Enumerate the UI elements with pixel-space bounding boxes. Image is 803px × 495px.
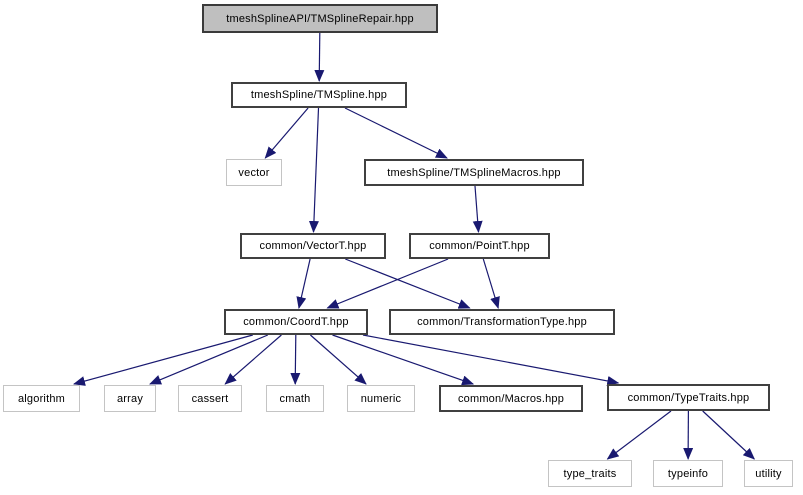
edge-coordt-typetraits (362, 334, 620, 386)
node-label: type_traits (563, 467, 617, 480)
edge-typetraits-utility (702, 410, 756, 460)
node-label: array (116, 392, 144, 405)
edge-vectort-coordt (296, 258, 311, 309)
edge-coordt-algorithm (73, 334, 253, 386)
node-algorithm: algorithm (3, 385, 80, 412)
edge-typetraits-type_traits (606, 410, 672, 460)
edge-tmspline-vector (264, 107, 309, 159)
node-label: numeric (360, 392, 402, 405)
node-label: tmeshSplineAPI/TMSplineRepair.hpp (226, 12, 414, 25)
node-typeinfo: typeinfo (653, 460, 723, 487)
edge-pointt-transformationtype (482, 258, 500, 309)
node-coordt[interactable]: common/CoordT.hpp (224, 309, 368, 335)
node-cassert: cassert (178, 385, 242, 412)
node-label: algorithm (17, 392, 66, 405)
node-vectort[interactable]: common/VectorT.hpp (240, 233, 386, 259)
node-label: cmath (279, 392, 311, 405)
node-pointt[interactable]: common/PointT.hpp (409, 233, 550, 259)
node-macros[interactable]: common/Macros.hpp (439, 385, 583, 412)
node-label: common/VectorT.hpp (259, 240, 367, 252)
node-typetraits[interactable]: common/TypeTraits.hpp (607, 384, 770, 411)
node-label: typeinfo (667, 467, 709, 480)
edge-pointt-coordt (326, 258, 449, 309)
node-label: tmeshSpline/TMSpline.hpp (250, 89, 388, 101)
node-label: common/TypeTraits.hpp (627, 391, 750, 404)
node-array: array (104, 385, 156, 412)
node-label: tmeshSpline/TMSplineMacros.hpp (387, 166, 561, 179)
edge-tmspline-tmsplinemacros (344, 107, 448, 159)
edge-vectort-transformationtype (345, 258, 471, 309)
edge-coordt-macros (332, 334, 475, 386)
edge-tmspline-vectort (308, 107, 320, 233)
node-label: vector (238, 166, 270, 179)
node-vector: vector (226, 159, 282, 186)
node-transformationtype[interactable]: common/TransformationType.hpp (389, 309, 615, 335)
edge-coordt-array (149, 334, 269, 385)
node-tmsplinerepair: tmeshSplineAPI/TMSplineRepair.hpp (202, 4, 438, 33)
edge-tmsplinerepair-tmspline (314, 32, 325, 82)
edge-tmsplinemacros-pointt (472, 185, 483, 233)
node-tmspline[interactable]: tmeshSpline/TMSpline.hpp (231, 82, 407, 108)
node-type_traits: type_traits (548, 460, 632, 487)
node-label: common/Macros.hpp (457, 392, 565, 405)
node-label: cassert (191, 392, 229, 405)
node-tmsplinemacros[interactable]: tmeshSpline/TMSplineMacros.hpp (364, 159, 584, 186)
node-numeric: numeric (347, 385, 415, 412)
node-label: common/TransformationType.hpp (417, 316, 587, 328)
edge-coordt-cassert (224, 334, 282, 385)
node-label: utility (755, 467, 782, 480)
edge-coordt-numeric (310, 334, 367, 385)
node-label: common/PointT.hpp (429, 240, 530, 252)
edge-coordt-cmath (290, 334, 301, 385)
node-label: common/CoordT.hpp (243, 316, 349, 328)
node-utility: utility (744, 460, 793, 487)
node-cmath: cmath (266, 385, 324, 412)
